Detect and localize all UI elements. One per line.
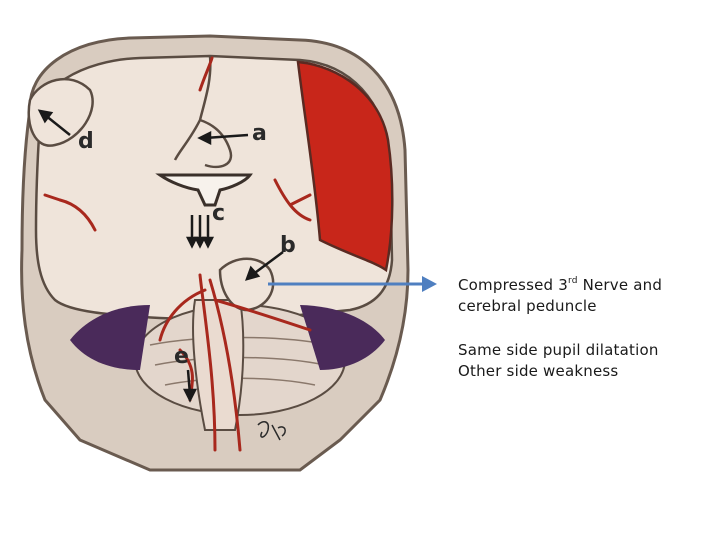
left-lobe-bump <box>27 77 94 147</box>
label-c: c <box>212 201 225 226</box>
tentorium-right <box>300 305 385 370</box>
label-b: b <box>280 233 296 258</box>
cingulate-shift <box>199 118 233 169</box>
annotation-arrow-head <box>422 276 437 292</box>
pointer-arrows <box>37 109 284 403</box>
annotation-symptoms-text: Same side pupil dilatation Other side we… <box>458 340 708 382</box>
tentorium-left <box>70 305 150 370</box>
ventricles <box>155 173 253 207</box>
annotation-line1-post: Nerve and <box>577 276 663 294</box>
falx <box>173 55 212 161</box>
annotation-line4: Other side weakness <box>458 362 619 380</box>
label-d: d <box>78 129 94 154</box>
artist-signature <box>257 420 286 441</box>
annotation-nerve-text: Compressed 3rd Nerve and cerebral pedunc… <box>458 275 708 317</box>
annotation-line1-sup: rd <box>567 276 578 286</box>
label-e: e <box>174 344 189 369</box>
annotation-line1-pre: Compressed 3 <box>458 276 568 294</box>
annotation-line2: cerebral peduncle <box>458 297 597 315</box>
uncus <box>218 257 275 312</box>
epidural-hematoma <box>296 60 394 273</box>
label-a: a <box>252 121 267 146</box>
annotation-line3: Same side pupil dilatation <box>458 341 659 359</box>
